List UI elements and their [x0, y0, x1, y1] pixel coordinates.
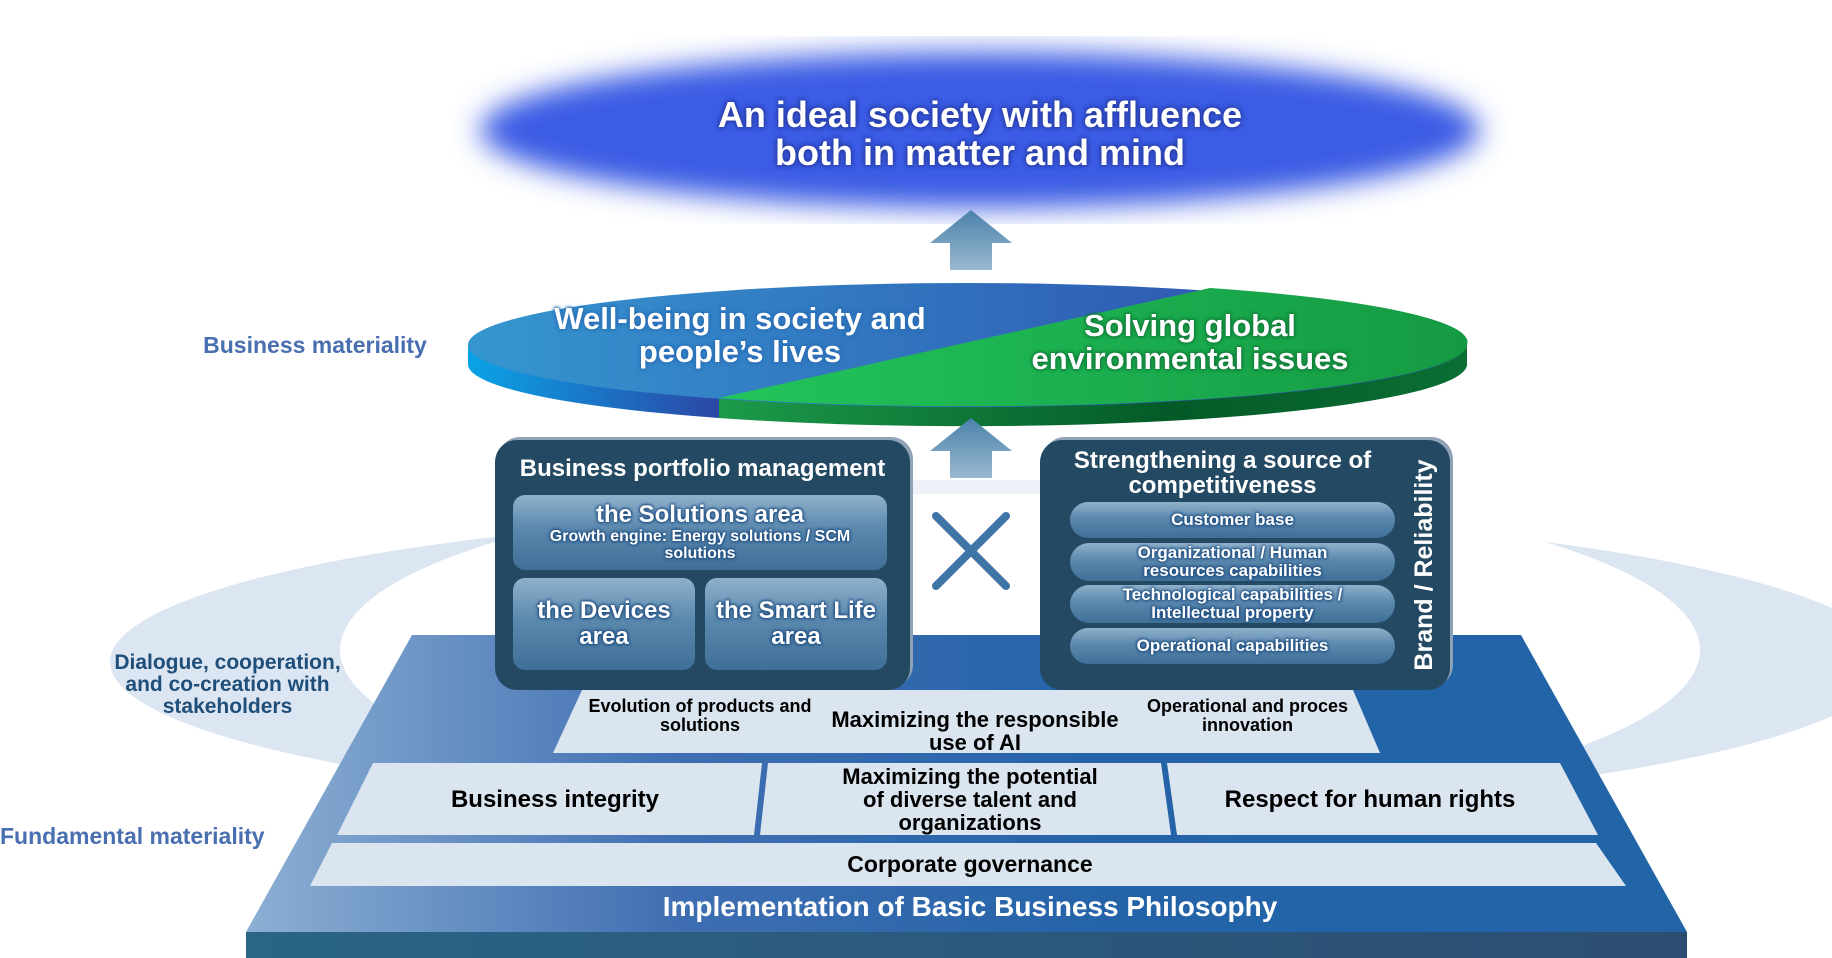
corporate-governance-label: Corporate governance	[847, 851, 1093, 877]
competitiveness-panel: Strengthening a source of competitivenes…	[1040, 440, 1450, 690]
wellbeing-label: Well-being in society and people’s lives	[520, 301, 960, 369]
business-materiality-label: Business materiality	[203, 332, 427, 358]
fundamental-materiality-label: Fundamental materiality	[0, 823, 265, 849]
wellbeing-line2: people’s lives	[638, 333, 842, 369]
smartlife-line1: the Smart Life	[715, 597, 877, 625]
capability-item: Technological capabilities /Intellectual…	[1070, 585, 1395, 623]
stakeholder-dialogue-label: Dialogue, cooperation, and co-creation w…	[100, 651, 355, 719]
competitiveness-title-line1: Strengthening a source of	[1073, 447, 1372, 474]
devices-area-tile: the Devices area	[513, 578, 695, 670]
capability-line: Intellectual property	[1151, 603, 1314, 622]
band-mid-center	[760, 763, 1171, 835]
devices-line1: the Devices	[537, 597, 671, 625]
goal-line1: An ideal society with affluence	[717, 94, 1243, 135]
environment-label: Solving global environmental issues	[1000, 308, 1380, 376]
band-mid-left	[337, 763, 762, 835]
capability-line: Technological capabilities /	[1122, 585, 1343, 605]
wellbeing-line1: Well-being in society and	[554, 301, 926, 336]
goal-text: An ideal society with affluence both in …	[580, 96, 1380, 172]
diverse-talent-line2: of diverse talent and	[863, 787, 1077, 813]
operational-innovation-line1: Operational and proces	[1146, 696, 1349, 716]
responsible-ai-label: Maximizing the responsible use of AI	[815, 708, 1135, 754]
business-integrity-label: Business integrity	[450, 786, 660, 813]
operational-innovation-label: Operational and proces innovation	[1115, 697, 1380, 735]
solutions-title: the Solutions area	[595, 501, 805, 529]
environment-line1: Solving global	[1084, 308, 1296, 343]
diverse-talent-line1: Maximizing the potential	[842, 764, 1098, 789]
combine-x-icon	[932, 512, 1010, 590]
basic-philosophy-label: Implementation of Basic Business Philoso…	[662, 891, 1278, 922]
pyramid-base-band	[246, 932, 1687, 958]
portfolio-panel: Business portfolio management the Soluti…	[495, 440, 910, 690]
solutions-sub1: Growth engine: Energy solutions / SCM	[549, 528, 851, 546]
capability-line: resources capabilities	[1143, 561, 1322, 580]
arrow-up-icon	[930, 210, 1012, 270]
responsible-ai-line2: use of AI	[928, 730, 1022, 756]
human-rights-label: Respect for human rights	[1224, 786, 1516, 813]
responsible-ai-line1: Maximizing the responsible	[831, 707, 1119, 732]
evolution-products-label: Evolution of products and solutions	[565, 697, 835, 735]
capability-line: Customer base	[1171, 510, 1294, 530]
competitiveness-title-line2: competitiveness	[1128, 472, 1317, 500]
band-mid-right	[1167, 763, 1598, 835]
evolution-line2: solutions	[660, 714, 740, 735]
capability-item: Customer base	[1070, 502, 1395, 538]
brand-reliability-label: Brand / Reliability	[1410, 459, 1438, 671]
solutions-sub2: solutions	[664, 545, 736, 563]
smartlife-line2: area	[771, 623, 821, 650]
smartlife-area-tile: the Smart Life area	[705, 578, 887, 670]
band-top	[553, 690, 1380, 753]
arrow-up-icon	[930, 418, 1012, 478]
operational-innovation-line2: innovation	[1202, 714, 1293, 735]
band-corporate	[310, 843, 1626, 886]
goal-ellipse	[480, 52, 1480, 208]
solutions-area-tile: the Solutions area Growth engine: Energy…	[513, 495, 887, 570]
materiality-disk	[468, 283, 1468, 427]
capability-item: Operational capabilities	[1070, 628, 1395, 664]
competitiveness-title: Strengthening a source of competitivenes…	[1040, 447, 1405, 500]
capability-line: Organizational / Human	[1137, 543, 1328, 563]
environment-line2: environmental issues	[1031, 340, 1349, 376]
dialogue-line3: stakeholders	[162, 695, 293, 719]
devices-line2: area	[579, 623, 629, 650]
diverse-talent-label: Maximizing the potential of diverse tale…	[775, 765, 1165, 834]
goal-line2: both in matter and mind	[775, 131, 1185, 173]
capability-line: Operational capabilities	[1136, 636, 1329, 656]
dialogue-line2: and co-creation with	[125, 673, 330, 697]
diverse-talent-line3: organizations	[898, 810, 1042, 836]
portfolio-title: Business portfolio management	[519, 455, 886, 482]
dialogue-line1: Dialogue, cooperation,	[114, 651, 341, 674]
evolution-line1: Evolution of products and	[588, 696, 812, 716]
